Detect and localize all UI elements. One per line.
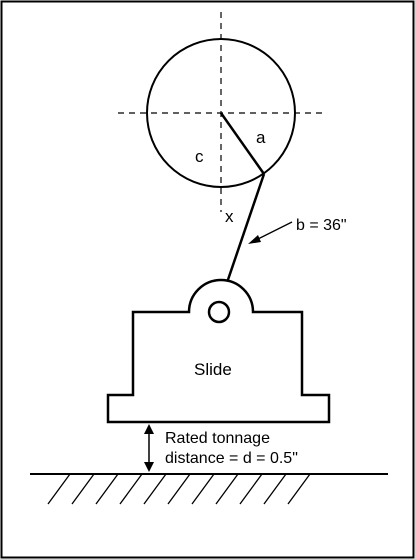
tonnage-distance-arrow <box>144 424 154 472</box>
label-slide: Slide <box>194 360 232 379</box>
label-b: b = 36" <box>296 217 347 234</box>
label-x: x <box>225 207 234 226</box>
label-c: c <box>195 147 204 166</box>
crank-group <box>118 12 322 212</box>
label-rated-distance: distance = d = 0.5" <box>165 450 298 467</box>
label-rated-tonnage: Rated tonnage <box>165 430 270 447</box>
label-a: a <box>256 128 266 147</box>
crank-circle <box>146 38 296 188</box>
wrist-pin <box>207 300 231 324</box>
slide-body <box>106 278 331 424</box>
ground-hatching <box>47 473 311 505</box>
rod-leader-arrow <box>248 221 293 244</box>
crank-radius-a <box>219 112 266 175</box>
